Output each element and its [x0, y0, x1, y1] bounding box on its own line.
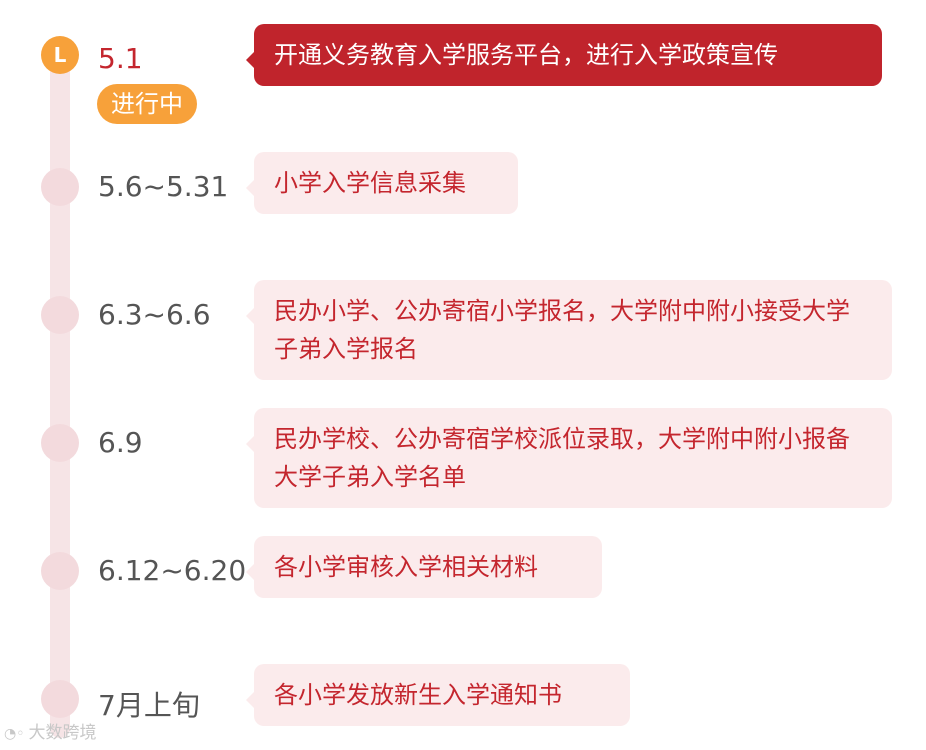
timeline-date: 6.12~6.20	[98, 554, 247, 587]
watermark: ◔◦大数跨境	[4, 718, 96, 743]
timeline-card-text: 各小学审核入学相关材料	[274, 553, 538, 581]
timeline-card[interactable]: 各小学审核入学相关材料	[246, 536, 602, 598]
timeline-dot	[41, 552, 79, 590]
timeline-card[interactable]: 开通义务教育入学服务平台，进行入学政策宣传	[246, 24, 882, 86]
timeline-card[interactable]: 小学入学信息采集	[246, 152, 518, 214]
status-badge: 进行中	[97, 84, 197, 124]
timeline-card-text: 开通义务教育入学服务平台，进行入学政策宣传	[274, 41, 778, 69]
timeline-dot	[41, 296, 79, 334]
timeline-card[interactable]: 民办小学、公办寄宿小学报名，大学附中附小接受大学子弟入学报名	[246, 280, 892, 380]
watermark-text: 大数跨境	[28, 723, 97, 743]
timeline-date: 7月上旬	[98, 689, 200, 722]
current-marker-icon: L	[53, 43, 67, 67]
timeline-date: 6.3~6.6	[98, 298, 211, 331]
timeline-dot-active: L	[41, 36, 79, 74]
timeline-dot	[41, 168, 79, 206]
timeline-card-text: 小学入学信息采集	[274, 169, 466, 197]
timeline-dot	[41, 424, 79, 462]
timeline-date: 6.9	[98, 426, 143, 459]
timeline-card-text: 民办小学、公办寄宿小学报名，大学附中附小接受大学子弟入学报名	[274, 297, 850, 363]
timeline-date: 5.1	[98, 42, 143, 75]
timeline-card-text: 各小学发放新生入学通知书	[274, 681, 562, 709]
watermark-logo-icon: ◔◦	[4, 726, 25, 742]
timeline-card-text: 民办学校、公办寄宿学校派位录取，大学附中附小报备大学子弟入学名单	[274, 425, 850, 491]
timeline-card[interactable]: 各小学发放新生入学通知书	[246, 664, 630, 726]
timeline-track	[50, 58, 70, 738]
timeline-date: 5.6~5.31	[98, 170, 229, 203]
timeline-card[interactable]: 民办学校、公办寄宿学校派位录取，大学附中附小报备大学子弟入学名单	[246, 408, 892, 508]
timeline-dot	[41, 680, 79, 718]
